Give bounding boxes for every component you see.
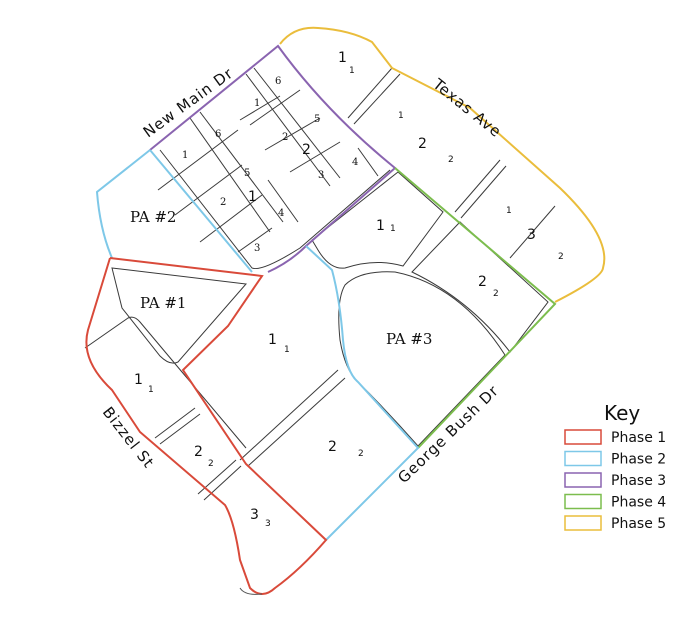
legend-items: Phase 1 Phase 2 Phase 3 Phase 4 Phase 5 (564, 429, 666, 532)
phase-1-boundary (85, 257, 328, 595)
lot-label: 6 (275, 76, 281, 87)
legend-label: Phase 1 (611, 430, 666, 446)
legend-swatch (564, 429, 602, 445)
legend: Key Phase 1 Phase 2 Phase 3 Phase 4 Phase 5 (564, 401, 666, 532)
block-label: 2 (194, 444, 203, 460)
legend-swatch (564, 493, 602, 510)
street-label-new-main: New Main Dr (140, 64, 237, 141)
lot-line (249, 89, 301, 126)
legend-title: Key (604, 401, 640, 425)
lot-line (289, 141, 341, 173)
lot-line (159, 413, 201, 445)
legend-label: Phase 4 (611, 495, 666, 511)
street-label-george-bush: George Bush Dr (394, 381, 502, 486)
lot-line (239, 587, 263, 595)
lot-label: 1 (148, 385, 154, 395)
lot-line (237, 227, 273, 253)
lot-label: 2 (358, 449, 364, 459)
legend-swatch (564, 515, 602, 531)
street-label-texas: Texas Ave (429, 74, 505, 141)
legend-label: Phase 5 (611, 516, 666, 532)
block-label: 2 (418, 136, 427, 152)
lot-label: 2 (282, 132, 288, 143)
phase-5-boundary (279, 26, 606, 303)
legend-label: Phase 3 (611, 473, 666, 489)
lot-label: 1 (284, 345, 290, 355)
lot-label: 1 (349, 66, 355, 76)
lot-line (239, 95, 281, 121)
lot-outline (311, 171, 444, 269)
lot-label: 1 (390, 224, 396, 234)
legend-swatch (564, 450, 602, 467)
lot-outline (159, 149, 391, 270)
pa1-outline (111, 267, 247, 364)
lot-line (174, 164, 243, 216)
lot-label: 2 (493, 289, 499, 299)
lot-label: 4 (352, 157, 358, 168)
block-label: 1 (268, 332, 277, 348)
lot-line (199, 194, 263, 243)
lot-line (199, 111, 284, 223)
lot-line (454, 159, 501, 213)
area-label-pa3: PA #3 (386, 330, 432, 348)
lot-label: 3 (254, 243, 260, 254)
lot-line (197, 459, 237, 495)
legend-swatch (564, 472, 602, 488)
lot-line (189, 117, 271, 233)
lot-lines (84, 67, 556, 501)
lot-line (357, 147, 379, 177)
lot-outline (84, 316, 247, 449)
legend-label: Phase 2 (611, 452, 666, 468)
lot-line (239, 369, 339, 461)
block-label: 1 (248, 189, 257, 205)
lot-line (247, 377, 346, 467)
phase-3-boundary (149, 44, 397, 273)
block-label: 1 (376, 218, 385, 234)
lot-line (203, 465, 242, 501)
phase-4-boundary (394, 167, 557, 449)
lot-label: 5 (314, 114, 320, 125)
block-label: 1 (134, 372, 143, 388)
lot-line (154, 407, 196, 439)
block-label: 3 (527, 227, 536, 243)
block-label: 1 (338, 50, 347, 66)
lot-line (353, 73, 401, 125)
lot-label: 4 (278, 208, 284, 219)
lot-line (245, 73, 331, 187)
lot-label: 1 (398, 111, 404, 121)
lot-label: 6 (215, 129, 221, 140)
lot-line (264, 117, 321, 151)
phase-2-boundary (95, 149, 420, 541)
block-label: 3 (250, 507, 259, 523)
block-label: 2 (478, 274, 487, 290)
block-label: 2 (328, 439, 337, 455)
block-label: 2 (302, 142, 311, 158)
lot-line (460, 165, 507, 219)
area-label-pa1: PA #1 (140, 294, 186, 312)
lot-label: 1 (182, 150, 188, 161)
area-label-pa2: PA #2 (130, 208, 176, 226)
lot-label: 1 (506, 206, 512, 216)
lot-label: 2 (220, 197, 226, 208)
lot-label: 3 (265, 519, 271, 529)
lot-label: 2 (558, 252, 564, 262)
lot-label: 5 (244, 168, 250, 179)
lot-label: 3 (318, 170, 324, 181)
lot-line (157, 129, 239, 191)
lot-label: 2 (208, 459, 214, 469)
lot-label: 1 (254, 98, 260, 109)
lot-line (253, 67, 341, 179)
pa3-outline (338, 271, 506, 447)
lot-line (347, 67, 393, 119)
lot-label: 2 (448, 155, 454, 165)
lot-line (267, 179, 299, 223)
lot-line (509, 205, 556, 259)
